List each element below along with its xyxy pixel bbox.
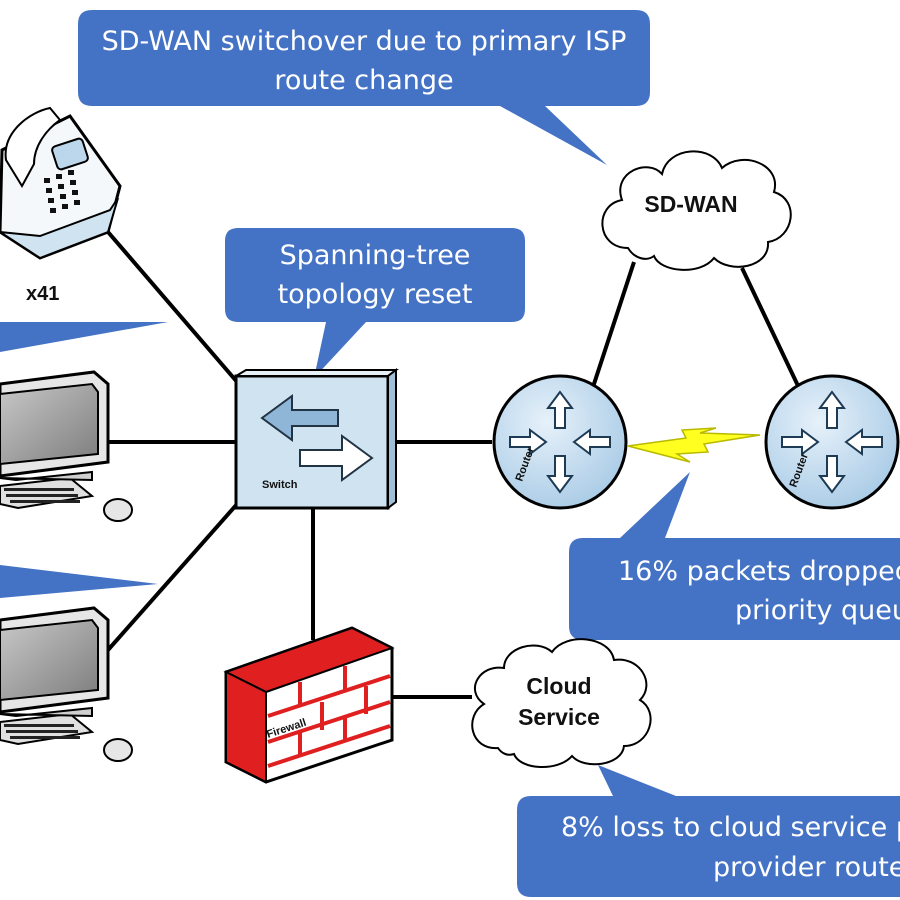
link-sdwan-router2 xyxy=(740,267,802,391)
link-phone-switch xyxy=(106,230,240,385)
cloud-label-line2: Service xyxy=(518,704,600,730)
pc-2-keyboard xyxy=(4,724,80,739)
phone-keypad xyxy=(44,170,80,213)
callout-cloud-loss: 8% loss to cloud service pr provider rou… xyxy=(517,765,900,897)
callout-left-upper xyxy=(0,322,168,352)
firewall-bricks xyxy=(267,666,391,768)
switch-node: Switch xyxy=(232,368,399,510)
phone-node: x41 xyxy=(0,106,122,305)
router-left: Router xyxy=(492,374,628,510)
callout-packets-dropped: 16% packets dropped priority queu xyxy=(569,472,900,640)
switch-arrow-left-icon xyxy=(260,394,339,442)
link-pc2-switch xyxy=(106,501,240,652)
sdwan-cloud: SD-WAN xyxy=(601,150,792,271)
sdwan-label: SD-WAN xyxy=(644,191,737,217)
callout-cloud-line2: provider route xyxy=(713,852,900,883)
callout-cloud-line1: 8% loss to cloud service pr xyxy=(561,812,900,843)
router-right-arrows-icon xyxy=(781,390,883,494)
links xyxy=(106,230,802,699)
router-right: Router xyxy=(764,374,900,510)
callout-spanning-line1: Spanning-tree xyxy=(280,240,471,271)
cloud-service: Cloud Service xyxy=(471,638,652,769)
callout-sdwan-switchover: SD-WAN switchover due to primary ISP rou… xyxy=(78,10,650,165)
phone-count: x41 xyxy=(26,283,59,305)
pc-1-keyboard xyxy=(4,488,80,503)
firewall-node: Firewall xyxy=(223,626,395,784)
callout-sdwan-line1: SD-WAN switchover due to primary ISP xyxy=(102,26,627,57)
router-left-arrows-icon xyxy=(509,390,611,494)
callout-packets-line2: priority queu xyxy=(735,595,900,626)
callout-spanning-line2: topology reset xyxy=(278,279,473,310)
switch-label: Switch xyxy=(262,479,298,491)
pc-2 xyxy=(0,606,133,762)
fault-lightning-icon xyxy=(627,427,761,463)
callout-sdwan-line2: route change xyxy=(274,65,453,96)
cloud-label-line1: Cloud xyxy=(526,673,591,699)
callout-left-lower xyxy=(0,565,158,598)
switch-arrow-right-icon xyxy=(299,434,374,482)
pc-1 xyxy=(0,370,133,522)
callout-packets-line1: 16% packets dropped xyxy=(618,556,900,587)
link-router-sdwan xyxy=(591,261,636,388)
callout-spanning-tree: Spanning-tree topology reset xyxy=(225,228,525,378)
